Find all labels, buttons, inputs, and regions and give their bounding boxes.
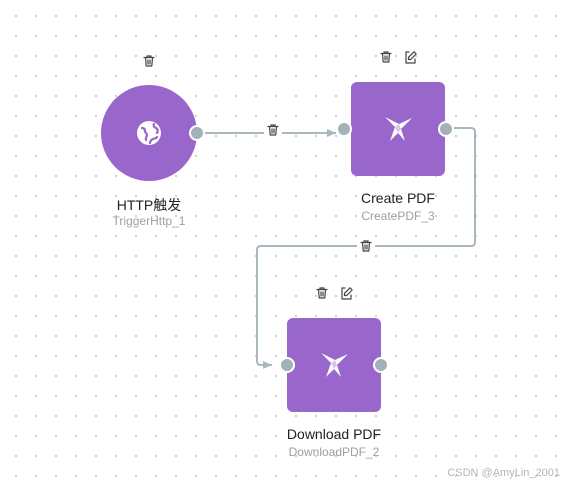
input-port[interactable] bbox=[279, 357, 295, 373]
watermark: CSDN @AmyLin_2001 bbox=[447, 467, 560, 479]
node-download-pdf[interactable] bbox=[287, 318, 381, 412]
trash-icon bbox=[360, 240, 372, 252]
node-subtitle: TriggerHttp_1 bbox=[112, 214, 186, 228]
output-port[interactable] bbox=[373, 357, 389, 373]
bird-logo-icon bbox=[385, 117, 412, 141]
globe-icon bbox=[137, 121, 161, 145]
trash-icon bbox=[380, 51, 392, 63]
node-edit-button[interactable] bbox=[337, 284, 355, 302]
bird-logo-icon bbox=[321, 353, 348, 377]
input-port[interactable] bbox=[336, 121, 352, 137]
edit-icon bbox=[340, 286, 353, 300]
node-title: Download PDF bbox=[286, 426, 382, 442]
node-create-pdf[interactable] bbox=[351, 82, 445, 176]
node-delete-button[interactable] bbox=[313, 284, 331, 302]
node-title: Create PDF bbox=[361, 190, 435, 206]
edge-delete-button[interactable] bbox=[357, 237, 375, 255]
trash-icon bbox=[316, 287, 328, 299]
node-edit-button[interactable] bbox=[401, 48, 419, 66]
edit-icon bbox=[404, 50, 417, 64]
node-subtitle: DownloadPDF_2 bbox=[288, 445, 380, 459]
node-subtitle: CreatePDF_3 bbox=[361, 209, 435, 223]
output-port[interactable] bbox=[438, 121, 454, 137]
output-port[interactable] bbox=[189, 125, 205, 141]
edge-delete-button[interactable] bbox=[264, 121, 282, 139]
node-delete-button[interactable] bbox=[140, 52, 158, 70]
trash-icon bbox=[143, 55, 155, 67]
trash-icon bbox=[267, 124, 279, 136]
node-delete-button[interactable] bbox=[377, 48, 395, 66]
node-http-trigger[interactable] bbox=[101, 85, 197, 181]
node-title: HTTP触发 bbox=[116, 197, 182, 213]
